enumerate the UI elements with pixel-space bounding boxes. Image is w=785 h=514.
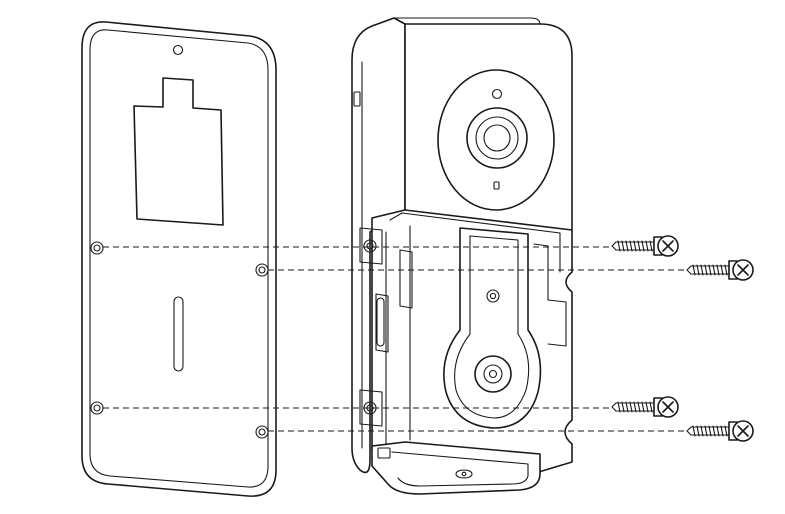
plate-cutout (133, 77, 224, 226)
screw (686, 259, 754, 281)
alignment-lines (103, 246, 690, 432)
camera-lens (437, 69, 555, 211)
screws (611, 235, 754, 442)
mounting-plate (81, 21, 277, 497)
doorbell-unit (351, 17, 573, 495)
mounting-bracket (443, 227, 542, 429)
plate-slot (173, 296, 184, 372)
screw (686, 420, 754, 442)
top-hole (172, 44, 184, 56)
screw (611, 396, 679, 418)
screw (611, 235, 679, 257)
